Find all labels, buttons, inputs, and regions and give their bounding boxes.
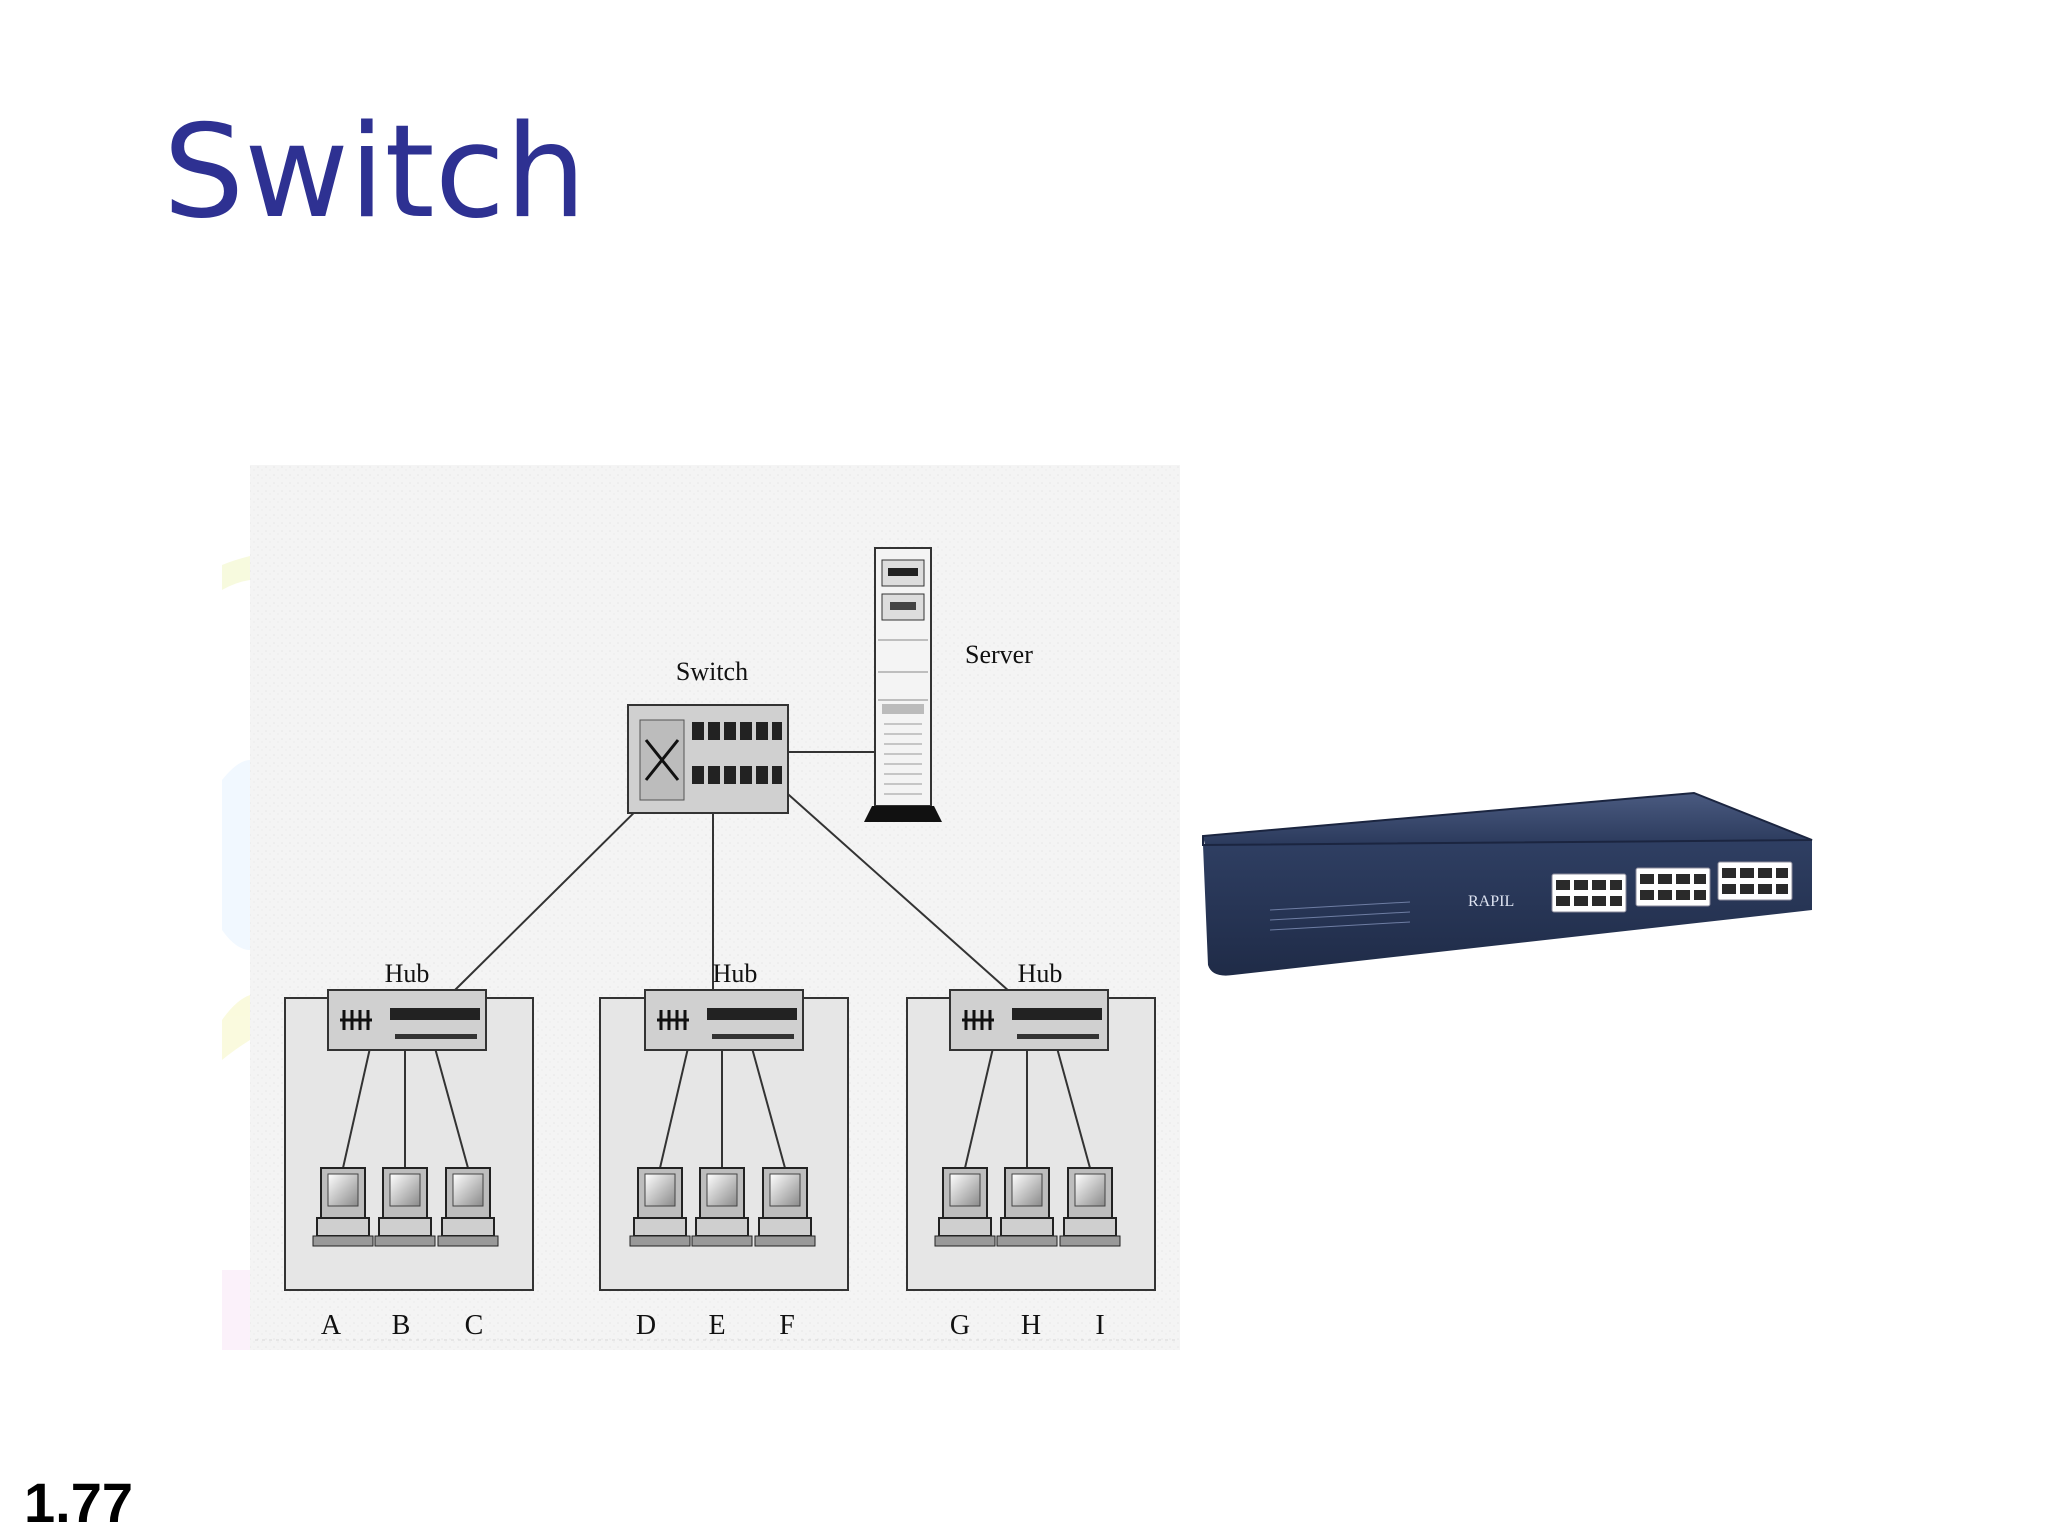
host-label: E [708,1310,725,1341]
switch-photo: RAPIL [1202,791,1813,976]
slide-number: 1.77 [24,1471,133,1534]
desktop-computer-icon [996,1167,1058,1247]
host-label: H [1021,1310,1041,1341]
hub-fork-icon [340,1010,372,1030]
desktop-computer-icon [754,1167,816,1247]
hub-2: Hub [644,959,804,1051]
decorative-edge-marks [222,556,250,1350]
cables [342,751,1091,1169]
host-label: A [321,1310,342,1341]
switch-device: Switch [627,657,789,814]
host-labels: A B C D E F G H I [321,1310,1105,1341]
host-label: G [950,1310,970,1341]
hub-label: Hub [385,959,430,988]
desktop-computer-icon [437,1167,499,1247]
server-label: Server [965,640,1033,669]
hub-label: Hub [1018,959,1063,988]
switch-brand-text: RAPIL [1468,893,1514,910]
server-device: Server [864,547,1033,822]
switch-label: Switch [676,657,748,686]
host-label: F [779,1310,795,1341]
host-label: B [392,1310,411,1341]
desktop-computer-icon [691,1167,753,1247]
hub-1: Hub [327,959,487,1051]
computers [312,1167,1121,1247]
hub-fork-icon [962,1010,994,1030]
desktop-computer-icon [312,1167,374,1247]
host-label: D [636,1310,656,1341]
host-label: C [465,1310,484,1341]
slide-title: Switch [163,98,587,247]
hub-3: Hub [949,959,1109,1051]
desktop-computer-icon [629,1167,691,1247]
hub-fork-icon [657,1010,689,1030]
host-label: I [1095,1310,1104,1341]
switch-cross-arrows-icon [644,739,680,781]
desktop-computer-icon [1059,1167,1121,1247]
hub-label: Hub [713,959,758,988]
desktop-computer-icon [374,1167,436,1247]
desktop-computer-icon [934,1167,996,1247]
